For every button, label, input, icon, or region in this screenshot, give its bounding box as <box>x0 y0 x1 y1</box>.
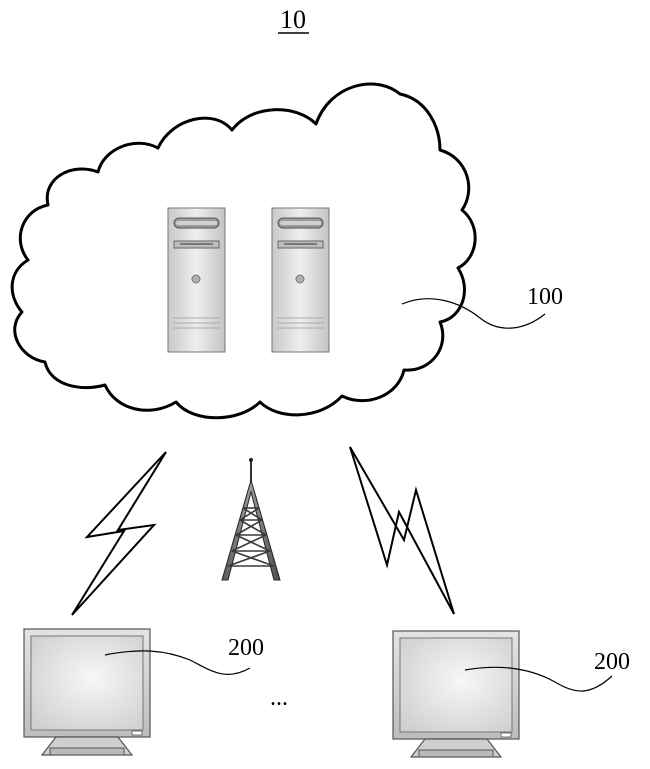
terminal-label-left: 200 <box>228 635 264 661</box>
figure-title: 10 <box>278 5 309 34</box>
cloud-label: 100 <box>527 284 563 310</box>
ellipsis-text: ... <box>270 685 288 711</box>
figure-title-text: 10 <box>280 5 306 34</box>
lightning-bolt-icon <box>72 452 166 615</box>
lightning-bolt-icon <box>350 447 454 614</box>
monitor-icon <box>24 629 150 755</box>
server-tower-icon <box>272 208 329 352</box>
cloud-icon <box>12 84 475 418</box>
terminal-label-right: 200 <box>594 649 630 675</box>
radio-tower-icon <box>222 458 280 580</box>
server-tower-icon <box>168 208 225 352</box>
monitor-icon <box>393 631 519 757</box>
